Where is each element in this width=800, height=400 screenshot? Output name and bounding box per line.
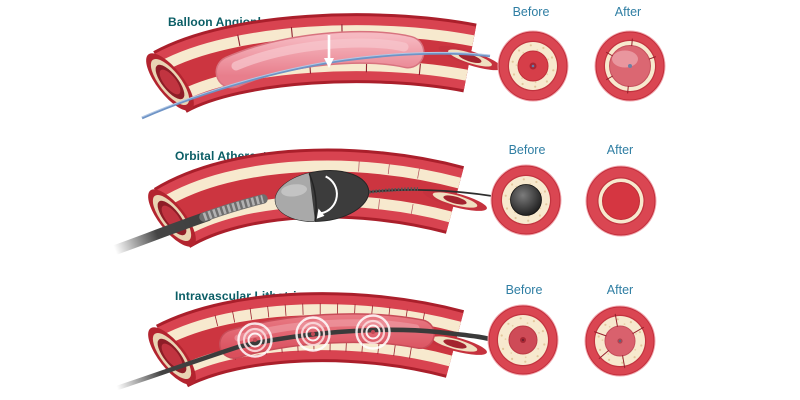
before-label: Before [508, 143, 546, 157]
after-label: After [614, 5, 642, 19]
cross-section-after-lithotripsy [584, 305, 656, 377]
thin-guidewire [368, 187, 493, 197]
cross-section-before-balloon [497, 30, 569, 102]
balloon-angioplasty-artery-illustration [141, 13, 502, 120]
sonic-emitter-icon [295, 316, 331, 352]
cross-section-after-atherectomy [585, 165, 657, 237]
sonic-emitter-icon [355, 314, 391, 350]
catheter-shaft [114, 327, 503, 391]
cross-section-before-atherectomy [490, 164, 562, 236]
angioplasty-balloon [215, 30, 425, 89]
artery-cut-end [423, 333, 487, 355]
rotation-arrow-icon [316, 175, 338, 219]
before-label: Before [505, 283, 543, 297]
drive-shaft [110, 211, 213, 255]
expansion-arrow-icon [324, 35, 334, 68]
guidewire [141, 51, 491, 120]
artery-cut-end [423, 189, 487, 211]
sonic-emitter-icon [237, 322, 273, 358]
cross-section-before-lithotripsy [487, 304, 559, 376]
cross-section-after-balloon [594, 30, 666, 102]
coiled-shaft [199, 194, 268, 222]
artery-open-end [146, 53, 194, 111]
after-label: After [606, 283, 634, 297]
before-label: Before [512, 5, 550, 19]
orbital-burr [274, 170, 370, 222]
after-label: After [606, 143, 634, 157]
orbital-atherectomy-artery-illustration [110, 148, 493, 255]
intravascular-lithotripsy-artery-illustration [114, 292, 503, 391]
